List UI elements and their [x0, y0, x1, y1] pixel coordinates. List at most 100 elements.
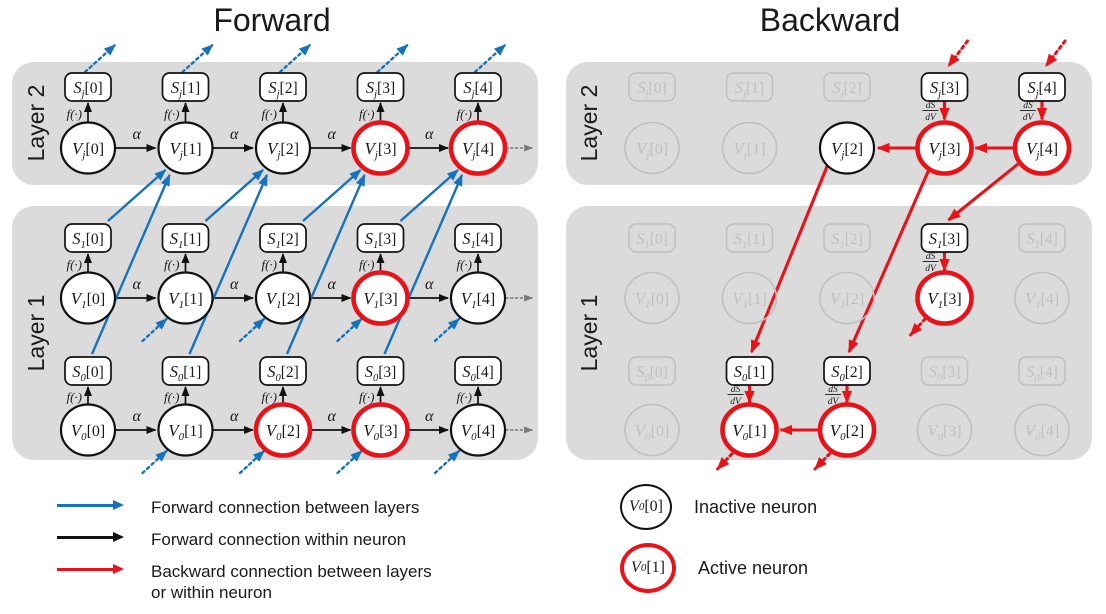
- dsdv-numerator: dS: [828, 385, 838, 395]
- label-index: [3]: [941, 80, 959, 97]
- label-sub: 1: [178, 240, 183, 251]
- label-index: [4]: [476, 231, 494, 248]
- legend-label: Backward connection between layers or wi…: [151, 562, 432, 602]
- red-arrow-icon: [57, 564, 137, 574]
- label-sub: j: [470, 149, 475, 161]
- alpha-label: α: [425, 126, 434, 143]
- forward-node-s1-4: [454, 223, 502, 253]
- label-sub: 1: [743, 299, 748, 311]
- label-index: [1]: [747, 231, 765, 248]
- spike-fn-label: f(·): [359, 107, 375, 122]
- label-sub: j: [372, 89, 377, 100]
- label-index: [3]: [378, 364, 396, 381]
- label-base: S: [734, 229, 742, 248]
- label-sub: 1: [374, 299, 379, 311]
- label-base: S: [831, 362, 839, 381]
- label-index: [2]: [280, 80, 298, 97]
- backward-node-sj-3: [920, 72, 969, 102]
- forward-node-vj-2: [254, 121, 312, 175]
- label-sub: 0: [742, 373, 748, 384]
- label-base: V: [733, 139, 746, 158]
- label-base: S: [929, 229, 937, 248]
- label-base: V: [1026, 139, 1039, 158]
- label-base: S: [267, 229, 275, 248]
- label-index: [4]: [477, 291, 496, 308]
- forward-node-sj-0: [64, 72, 112, 102]
- label-index: [0]: [651, 423, 670, 440]
- connection-legend: Forward connection between layers Forwar…: [57, 497, 441, 614]
- forward-node-s1-2-label: S1[2]: [267, 229, 299, 251]
- blue-arrow-icon: [57, 500, 137, 510]
- label-sub: 1: [80, 240, 85, 251]
- label-sub: j: [742, 149, 747, 161]
- label-base: S: [929, 362, 937, 381]
- backward-node-v0-2: [817, 402, 877, 458]
- backward-node-vj-3-label: Vj[3]: [928, 139, 960, 161]
- backward-node-sj-3-label: Sj[3]: [930, 78, 959, 100]
- label-index: [0]: [87, 291, 106, 308]
- spike-fn-label: f(·): [261, 257, 277, 272]
- alpha-label: α: [425, 408, 434, 425]
- label-index: [2]: [844, 80, 862, 97]
- label-base: V: [635, 289, 648, 308]
- backward-node-s0-0: [628, 356, 676, 386]
- label-sub: 0: [645, 431, 651, 443]
- label-sub: 1: [275, 240, 280, 251]
- label-sub: 0: [276, 431, 282, 443]
- alpha-label: α: [425, 276, 434, 293]
- backward-node-v1-2-label: V1[2]: [830, 289, 864, 311]
- dsdv-denominator: dV: [730, 397, 742, 407]
- label-index: [2]: [281, 231, 299, 248]
- label-base: S: [1026, 362, 1034, 381]
- backward-node-vj-1-label: Vj[1]: [733, 139, 765, 161]
- label-base: V: [927, 421, 940, 440]
- label-index: [3]: [379, 291, 398, 308]
- label-index: [3]: [378, 231, 396, 248]
- label-base: V: [72, 139, 85, 158]
- label-sub: 1: [937, 240, 942, 251]
- backward-node-v0-1: [720, 402, 779, 458]
- backward-node-sj-0-label: Sj[0]: [637, 78, 666, 100]
- forward-node-v1-1-label: V1[1]: [168, 289, 202, 311]
- forward-output-arrow-sj-0: [83, 43, 117, 74]
- label-index: [3]: [378, 141, 397, 158]
- forward-node-v0-0: [59, 403, 117, 457]
- forward-between-arrow-s0-0: [90, 173, 171, 355]
- forward-node-s0-1-label: S0[1]: [170, 362, 202, 384]
- label-base: S: [462, 362, 470, 381]
- label-base: V: [266, 421, 279, 440]
- label-index: [0]: [86, 364, 104, 381]
- forward-node-sj-3: [356, 72, 405, 102]
- forward-between-arrow-s0-3: [383, 173, 464, 355]
- forward-node-v0-4: [449, 403, 507, 457]
- label-base: V: [71, 289, 84, 308]
- forward-between-arrow-s1-1: [204, 169, 264, 222]
- label-sub: 1: [742, 240, 747, 251]
- forward-input-arrow-v1-1: [141, 317, 168, 343]
- label-base: S: [366, 78, 374, 97]
- label-index: [1]: [747, 364, 765, 381]
- backward-node-s1-1-label: S1[1]: [734, 229, 766, 251]
- forward-output-arrow-sj-1: [181, 43, 214, 74]
- label-sub: j: [470, 89, 475, 100]
- label-index: [1]: [184, 291, 203, 308]
- label-base: S: [930, 78, 938, 97]
- label-sub: 0: [839, 373, 845, 384]
- label-sub: 1: [276, 299, 281, 311]
- label-base: V: [267, 139, 280, 158]
- backward-between-arrow-vj4-s1-3: [947, 162, 1019, 222]
- label-index: [0]: [86, 231, 104, 248]
- backward-node-sj-4: [1018, 72, 1066, 102]
- label-sub: 1: [644, 240, 649, 251]
- label-index: [0]: [650, 364, 668, 381]
- label-base: S: [831, 229, 839, 248]
- label-sub: 1: [645, 299, 650, 311]
- forward-node-v0-2: [253, 402, 313, 458]
- label-base: S: [72, 362, 80, 381]
- label-sub: j: [937, 149, 942, 161]
- legend-label: Forward connection within neuron: [151, 530, 407, 549]
